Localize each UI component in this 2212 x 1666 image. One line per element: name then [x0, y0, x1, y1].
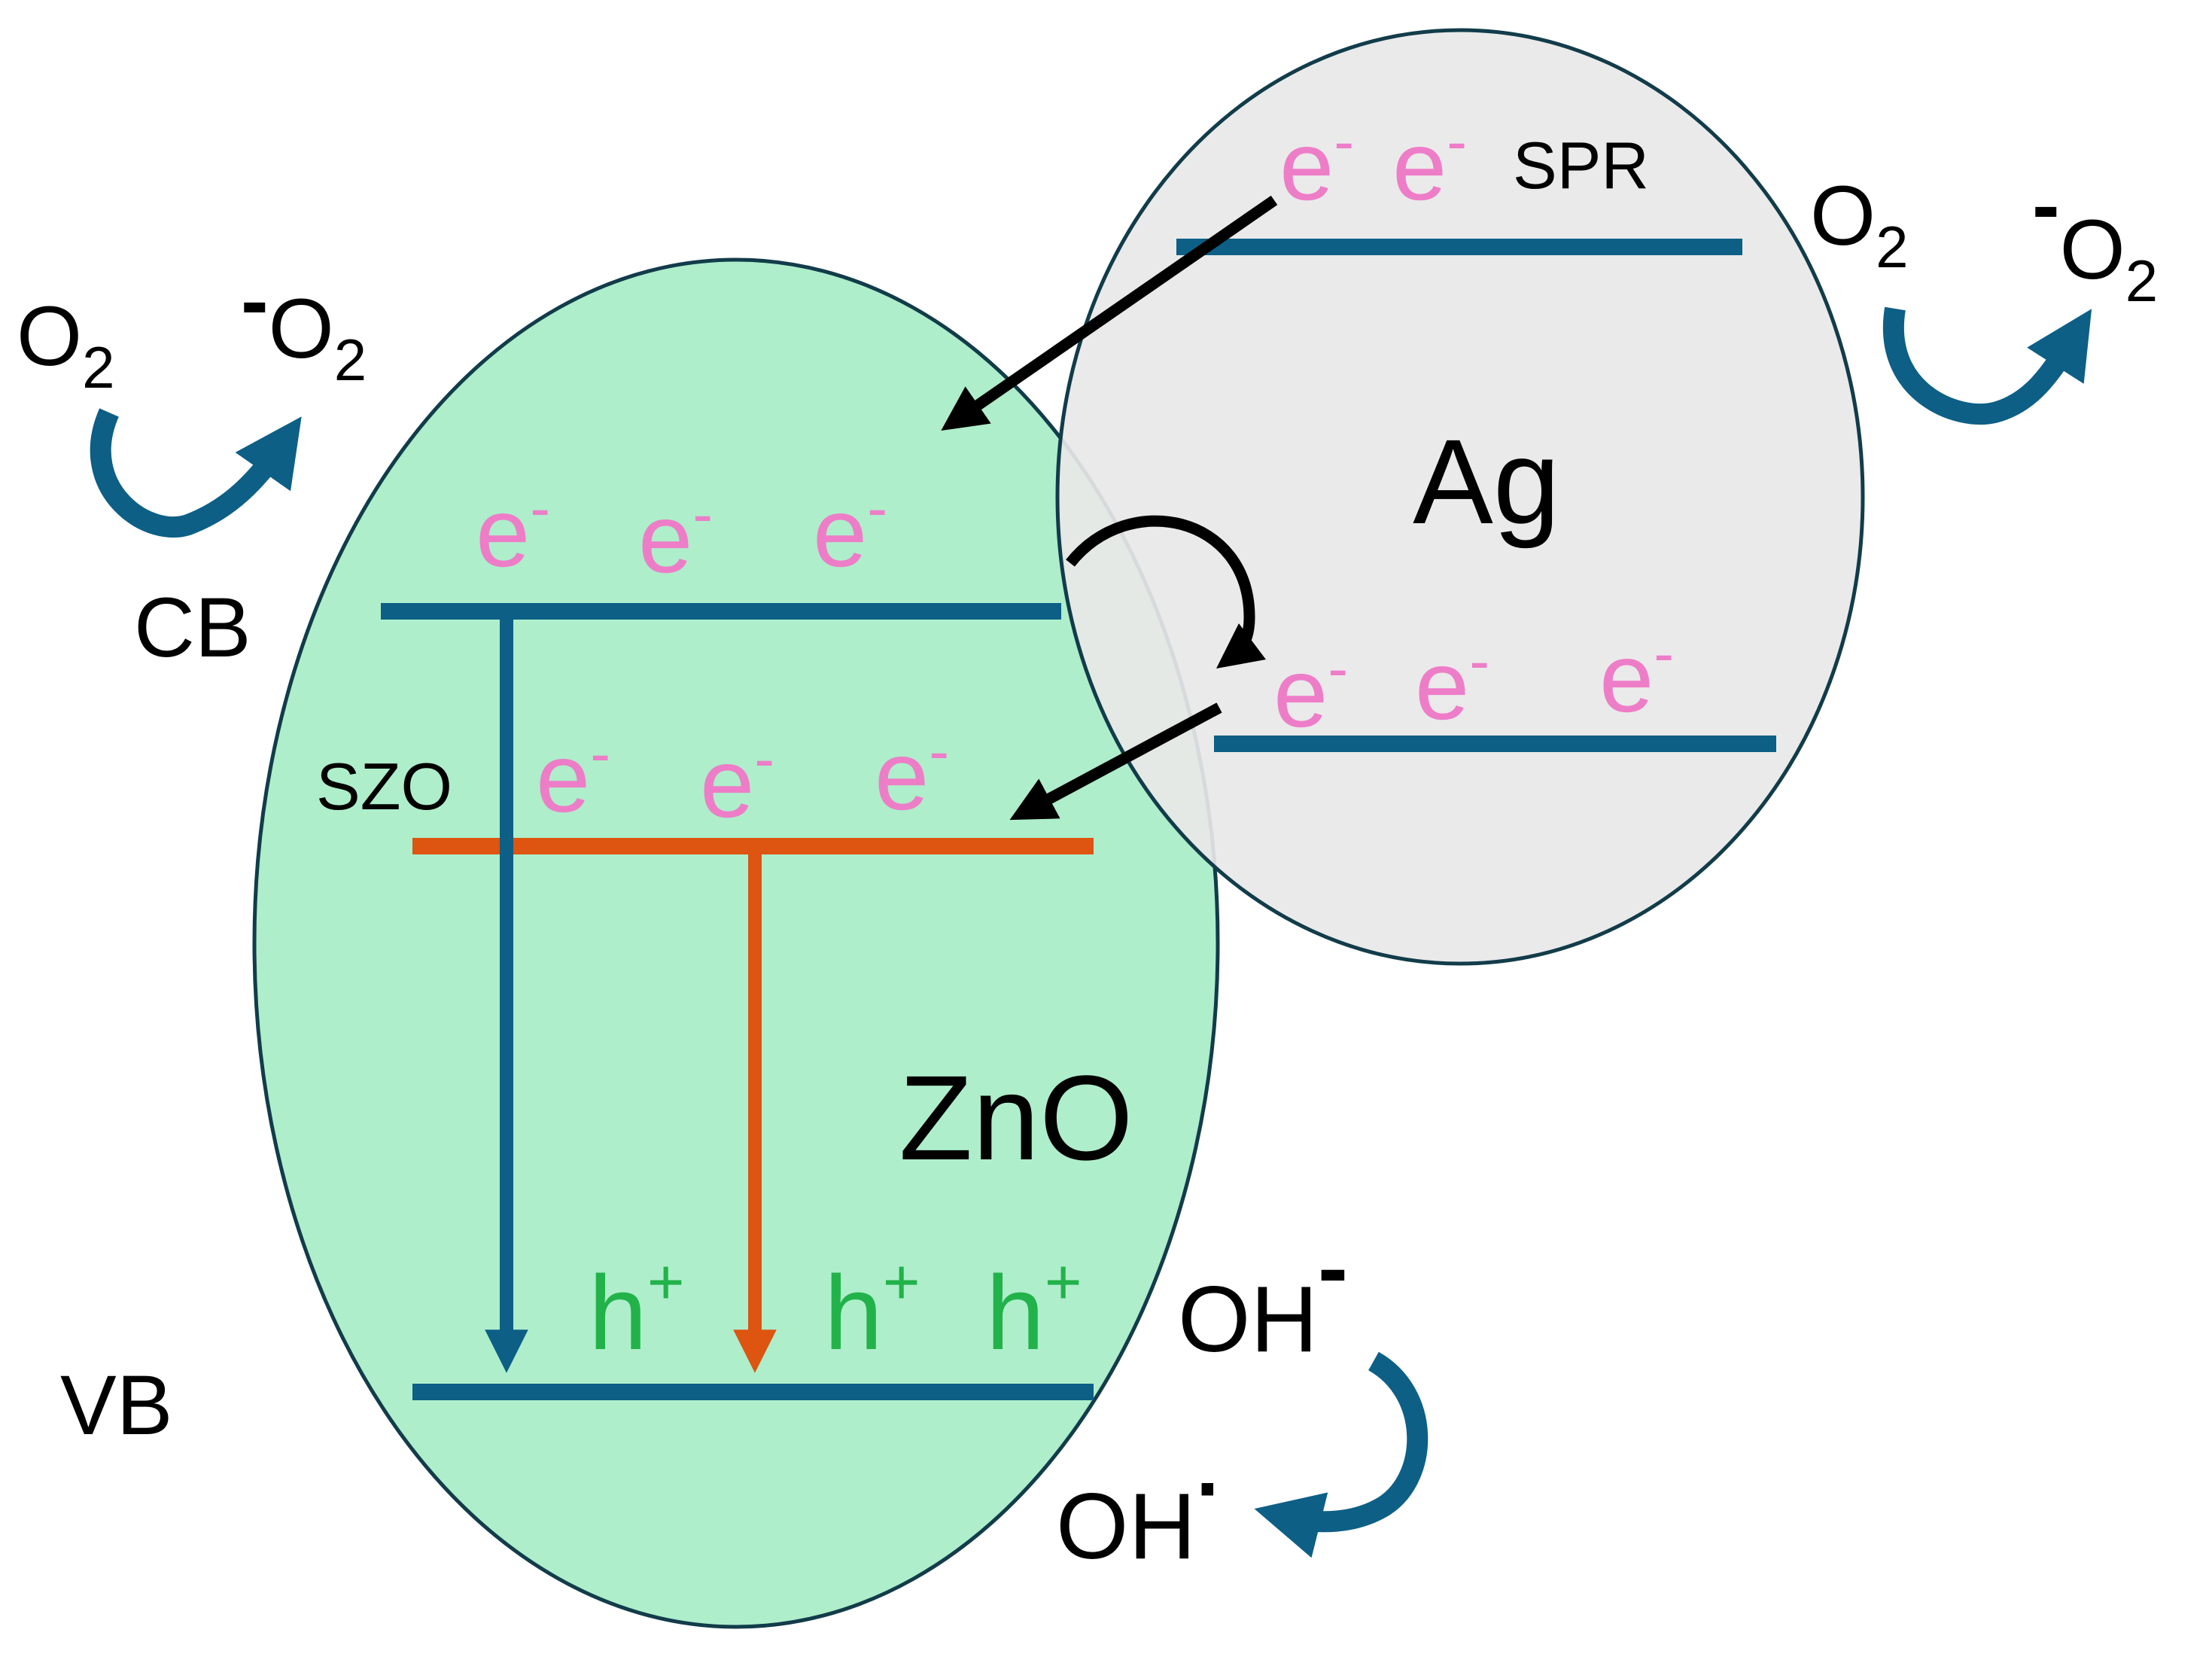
vb-label: VB [60, 1358, 172, 1452]
electron: e- [536, 720, 610, 833]
hydroxide-label: OH- [1178, 1217, 1348, 1372]
ag-label: Ag [1413, 414, 1560, 549]
hydroxyl-formation-arrow [1254, 1351, 1429, 1558]
hole: h+ [986, 1247, 1082, 1372]
electron: e- [875, 717, 949, 830]
right-o2-reduction-arrow [1883, 306, 2092, 425]
zno-particle [252, 257, 1220, 1629]
electron: e- [476, 474, 550, 587]
spr-electron-transfer-arrow [941, 195, 1278, 431]
electron: e- [813, 474, 887, 587]
spr-label: SPR [1513, 128, 1649, 203]
electron: e- [638, 480, 713, 593]
left-o2-label: O2 [17, 289, 115, 401]
electron: e- [1273, 635, 1348, 748]
spr-electrons: e- e- [1279, 108, 1467, 221]
right-superoxide-label: -O2 [2032, 159, 2158, 314]
left-o2-reduction-arrow [90, 408, 302, 538]
cb-electrons: e- e- e- [476, 474, 887, 593]
hydroxyl-radical-label: OH· [1056, 1442, 1224, 1579]
right-o2-label: O2 [1810, 169, 1909, 280]
szo-label: SZO [316, 749, 452, 824]
left-superoxide-label: -O2 [241, 254, 367, 393]
vb-holes: h+ h+ h+ [589, 1247, 1082, 1372]
electron: e- [700, 725, 774, 838]
cb-to-ag-curved-arrow [1066, 515, 1267, 669]
ag-particle [1055, 28, 1865, 966]
electron: e- [1279, 108, 1354, 221]
ag-to-szo-transfer-arrow [1009, 702, 1222, 821]
cb-label: CB [134, 580, 251, 675]
electron: e- [1415, 627, 1489, 740]
hole: h+ [589, 1247, 685, 1372]
szo-electrons: e- e- e- [536, 717, 949, 838]
hole: h+ [824, 1247, 920, 1372]
electron: e- [1392, 108, 1467, 221]
ag-lower-electrons: e- e- e- [1273, 620, 1674, 748]
electron: e- [1599, 620, 1674, 732]
zno-label: ZnO [899, 1050, 1133, 1185]
